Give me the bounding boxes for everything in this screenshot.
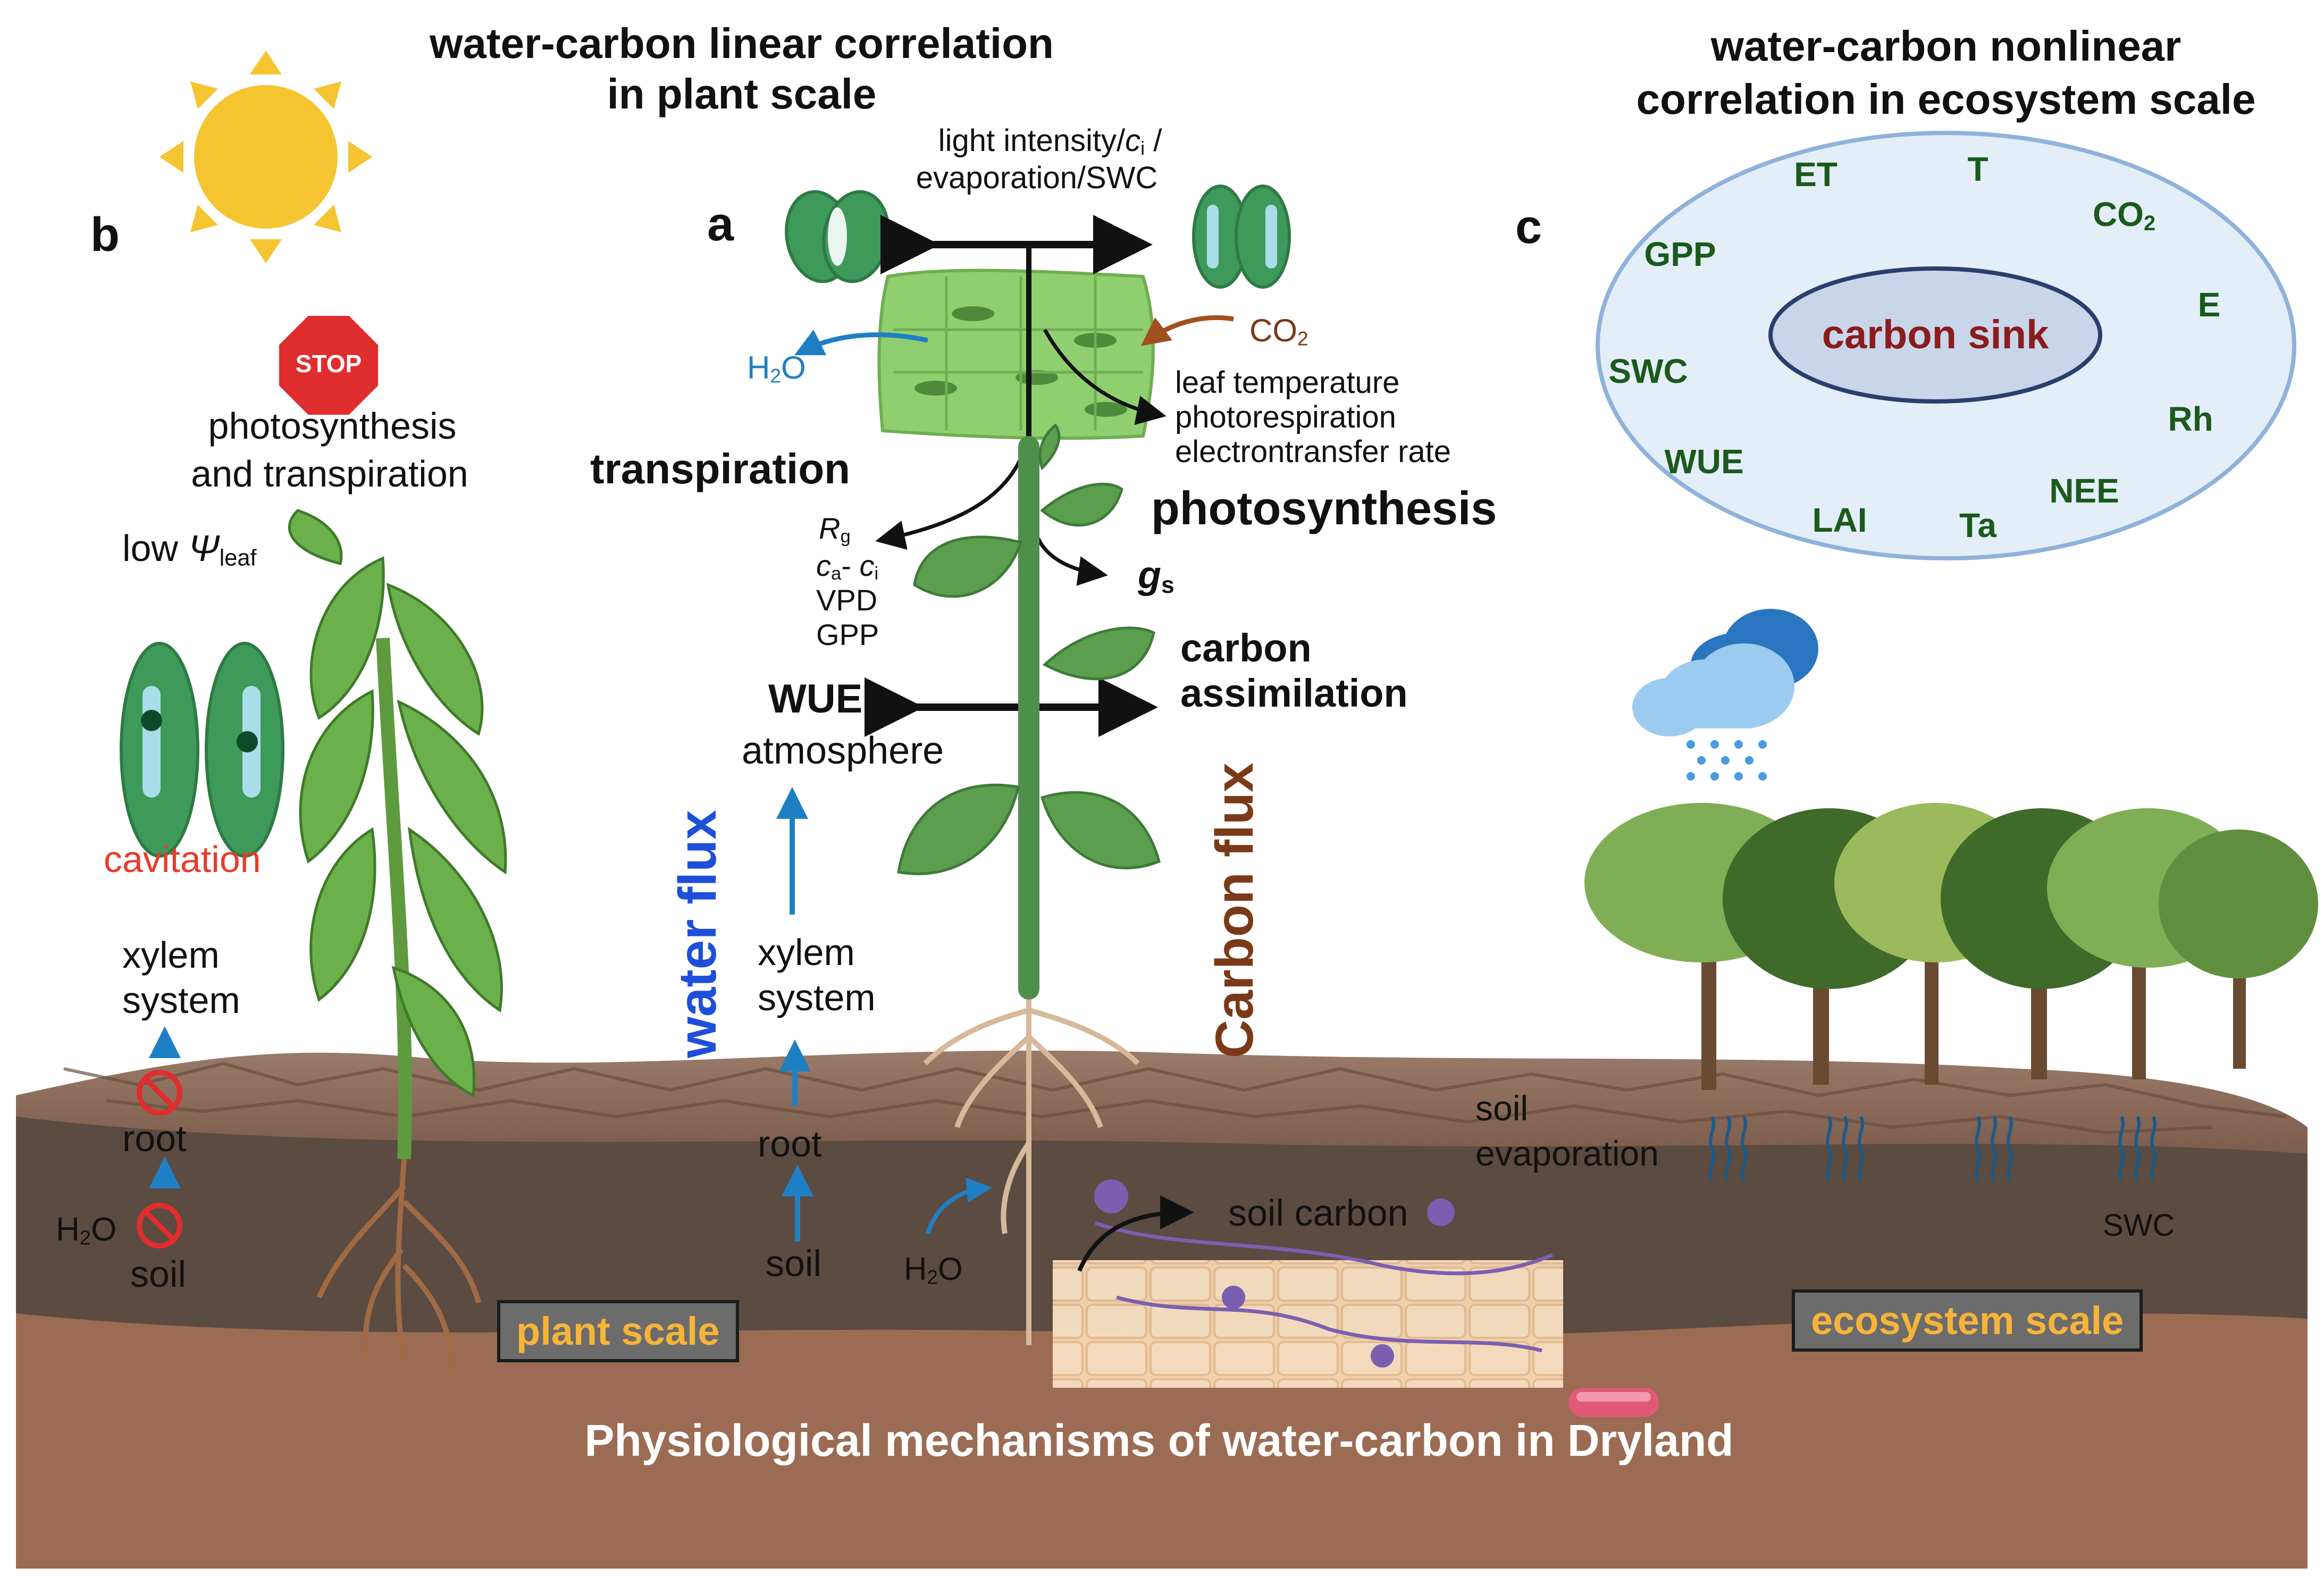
ecosystem-scale-label: ecosystem scale — [1792, 1289, 2143, 1352]
panel-label-a: a — [707, 198, 734, 251]
var-t: T — [1967, 150, 1989, 188]
wilted-plant-icon — [288, 509, 507, 1372]
leaf-h2o-label: H2O — [747, 350, 806, 387]
var-ta: Ta — [1959, 506, 1996, 544]
panel-b-soil-label: soil — [130, 1253, 187, 1295]
closed-stomata-small-icon — [1192, 185, 1291, 289]
atmosphere-label: atmosphere — [742, 730, 944, 772]
closed-stomata-icon — [120, 642, 284, 858]
carbon-assimilation-line1: carbon — [1180, 626, 1312, 670]
var-et: ET — [1794, 155, 1838, 194]
bottom-title: Physiological mechanisms of water-carbon… — [584, 1415, 1734, 1465]
panel-b-h2o-label: H2O — [56, 1211, 117, 1250]
panel-label-c: c — [1515, 200, 1542, 254]
leaf-factor-1: leaf temperature — [1175, 365, 1400, 400]
panel-a-xylem-line2: system — [758, 977, 876, 1018]
panel-b-flow-graphics — [137, 1026, 182, 1248]
title-center-line1: water-carbon linear correlation — [430, 20, 1054, 67]
transpiration-label: transpiration — [590, 445, 850, 492]
ecosystem-swc-label: SWC — [2103, 1208, 2175, 1243]
var-swc: SWC — [1608, 352, 1688, 390]
title-right-line2: correlation in ecosystem scale — [1636, 76, 2256, 123]
gs-label: gs — [1138, 554, 1174, 598]
leaf-co2-label: CO2 — [1249, 313, 1308, 350]
soil-evaporation-line1: soil — [1475, 1088, 1529, 1128]
var-nee: NEE — [2049, 472, 2119, 510]
soil-evaporation-waves — [1709, 1116, 2157, 1181]
stop-sign-text: STOP — [295, 350, 362, 378]
low-psi-label: low Ψleaf — [122, 529, 257, 571]
panel-label-b: b — [90, 208, 120, 262]
blocked-flow-icon — [137, 1070, 182, 1248]
photosynthesis-label: photosynthesis — [1151, 482, 1497, 534]
psi-subscript: leaf — [219, 545, 257, 571]
title-right-line1: water-carbon nonlinear — [1710, 22, 2182, 70]
panel-a-xylem-line1: xylem — [758, 932, 855, 973]
open-stomata-icon — [785, 190, 890, 283]
var-gpp: GPP — [1644, 235, 1716, 273]
water-flux-arrows — [776, 787, 813, 1242]
central-plant-icon — [897, 423, 1161, 1345]
rg-label: Rg — [819, 512, 851, 547]
wue-label: WUE — [768, 676, 863, 722]
stop-text-line1: photosynthesis — [208, 405, 457, 447]
leaf-tissue-icon — [877, 269, 1155, 440]
stop-sign-icon — [275, 312, 382, 419]
forest-icon — [1584, 803, 2318, 1090]
soil-carbon-label: soil carbon — [1228, 1192, 1408, 1234]
water-flux-label: water flux — [668, 810, 727, 1058]
soil-evaporation-line2: evaporation — [1475, 1134, 1659, 1173]
carbon-flux-label: Carbon flux — [1205, 762, 1264, 1058]
psi-symbol: Ψ — [188, 527, 220, 569]
panel-b-xylem-line2: system — [122, 979, 240, 1021]
plant-scale-label: plant scale — [497, 1300, 739, 1362]
vpd-label: VPD — [816, 583, 878, 617]
var-lai: LAI — [1812, 501, 1867, 539]
panel-b-xylem-line1: xylem — [122, 934, 220, 976]
var-rh: Rh — [2168, 400, 2213, 438]
bacterium-icon — [1568, 1388, 1659, 1417]
top-factors-line1: light intensity/ci / — [938, 123, 1162, 160]
title-center-line2: in plant scale — [607, 70, 877, 118]
var-co2: CO2 — [2092, 195, 2156, 235]
ecosystem-ellipse — [1596, 131, 2296, 560]
panel-a-root-label: root — [758, 1123, 822, 1164]
panel-a-soil-label: soil — [766, 1243, 822, 1284]
var-wue: WUE — [1664, 442, 1744, 481]
panel-b-root-label: root — [122, 1118, 187, 1159]
ca-ci-label: ca- ci — [816, 549, 879, 584]
cavitation-label: cavitation — [104, 839, 261, 880]
carbon-sink-label: carbon sink — [1822, 312, 2049, 357]
var-e: E — [2197, 286, 2221, 324]
sun-icon — [160, 51, 372, 263]
root-h2o-label: H2O — [904, 1251, 963, 1288]
top-factors-line2: evaporation/SWC — [916, 161, 1158, 195]
gpp-label: GPP — [816, 618, 879, 651]
carbon-assimilation-line2: assimilation — [1180, 671, 1408, 715]
soil-crack-pattern — [63, 1061, 2287, 1135]
soil-microbe-block — [926, 1177, 1563, 1388]
stop-text-line2: and transpiration — [191, 453, 468, 495]
leaf-factor-2: photorespiration — [1175, 400, 1396, 434]
rain-cloud-icon — [1632, 609, 1818, 781]
low-word: low — [122, 527, 179, 569]
leaf-factor-3: electrontransfer rate — [1175, 434, 1452, 469]
